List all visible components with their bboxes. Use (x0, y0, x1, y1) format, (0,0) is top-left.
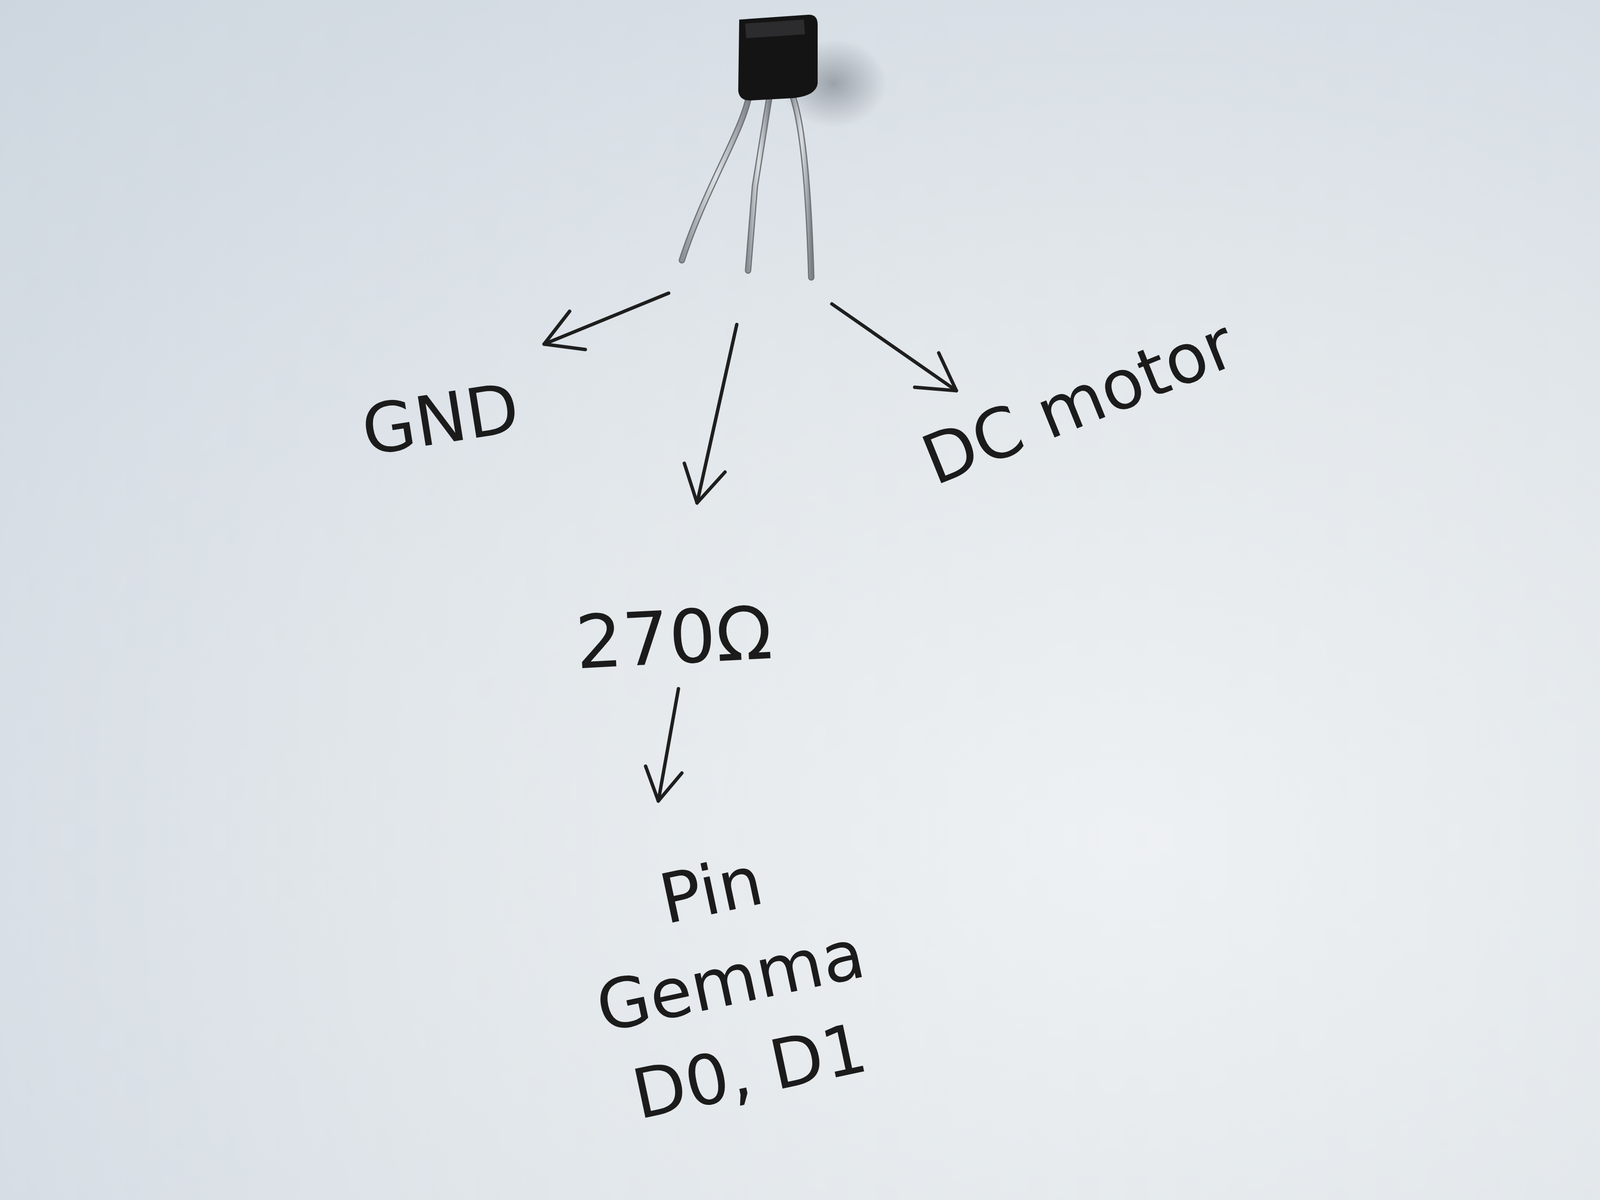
ground-label: GND (355, 361, 526, 478)
transistor-body (738, 14, 818, 101)
transistor-legs (681, 90, 812, 278)
pin-label: Pin Gemma D0, D1 (552, 812, 908, 1149)
resistor-value: 270Ω (573, 582, 775, 693)
hand-arrows (544, 293, 957, 801)
motor-label: DC motor (908, 297, 1249, 507)
